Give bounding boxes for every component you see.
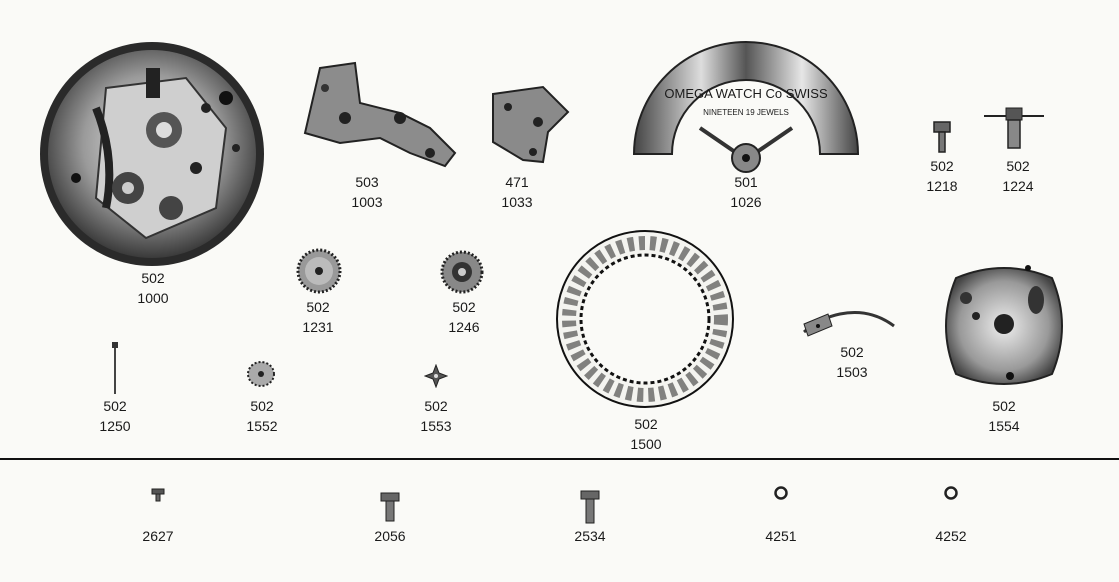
section-divider xyxy=(0,458,1119,460)
small-wheel-image xyxy=(246,360,276,388)
main-plate-image xyxy=(36,38,268,270)
gear-wheel-image xyxy=(296,248,342,294)
star-wheel-image xyxy=(424,364,448,388)
small-screw-image xyxy=(932,120,952,154)
rotor-image: OMEGA WATCH Co SWISS NINETEEN 19 JEWELS xyxy=(630,38,862,178)
ring-washer-image xyxy=(944,486,958,500)
screw-label: 4252 xyxy=(935,528,967,544)
rotor-inscription-1: OMEGA WATCH Co SWISS xyxy=(664,86,828,101)
screw-image xyxy=(380,492,400,522)
screw-label: 2534 xyxy=(574,528,606,544)
screw-label: 4251 xyxy=(765,528,797,544)
ring-washer-image xyxy=(774,486,788,500)
stem-pin-image xyxy=(111,342,119,394)
screw-label: 2056 xyxy=(374,528,406,544)
rotor-inscription-2: NINETEEN 19 JEWELS xyxy=(703,108,789,117)
date-plate-image xyxy=(936,258,1072,394)
date-ring-image xyxy=(552,226,738,412)
screw-label: 2627 xyxy=(142,528,174,544)
screw-image xyxy=(580,490,600,524)
screw-image xyxy=(151,488,165,502)
wheel-pinion-image xyxy=(984,104,1044,152)
bridge-part-image xyxy=(488,82,572,166)
gear-wheel-image xyxy=(440,250,484,294)
bridge-part-image xyxy=(300,58,460,168)
spring-image xyxy=(800,304,898,340)
